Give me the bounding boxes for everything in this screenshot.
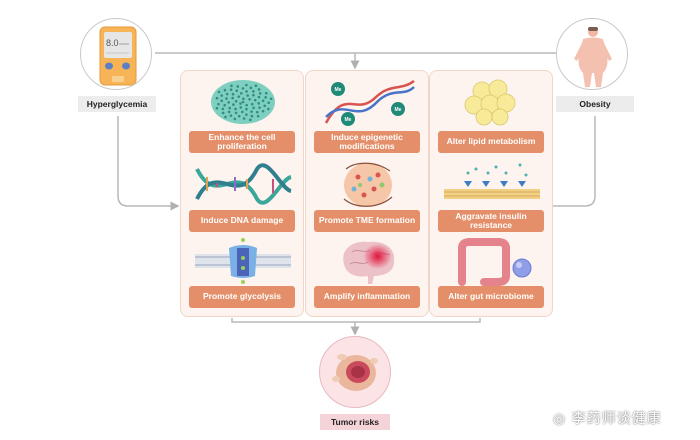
left-connector [117,116,180,211]
effect-enhance-cell-proliferation: Enhance the cell proliferation [189,131,295,153]
effect-amplify-inflammation: Amplify inflammation [314,286,420,308]
panel-hyperglycemia-effects: Enhance the cell proliferation Induce DN… [180,70,304,317]
tumor-circle [319,336,391,408]
adipocytes-icon [464,79,516,126]
svg-text:Me: Me [335,87,342,93]
svg-text:Me: Me [345,117,352,123]
weibo-icon: ◎ [553,411,567,427]
hyperglycemia-label: Hyperglycemia [78,96,156,112]
effect-alter-gut-microbiome: Alter gut microbiome [438,286,544,308]
right-connector [533,116,596,211]
glucose-meter-icon: 8.0 [99,26,137,86]
effect-induce-dna-damage: Induce DNA damage [189,210,295,232]
damaged-dna-icon [195,163,292,205]
colon-bacteria-icon [458,238,532,286]
effect-alter-lipid-metabolism: Alter lipid metabolism [438,131,544,153]
obesity-circle [556,18,628,90]
effect-aggravate-insulin-resistance: Aggravate insulin resistance [438,210,544,232]
tumor-risks-label: Tumor risks [320,414,390,430]
panel-shared-effects: Me Me Me Induce epigenetic modifications… [305,70,429,317]
svg-text:8.0: 8.0 [106,38,119,48]
watermark: ◎ 李药师谈健康 [553,411,662,427]
tumor-microenvironment-icon [343,162,393,207]
effect-promote-tme-formation: Promote TME formation [314,210,420,232]
obese-body-icon [574,27,612,87]
effect-induce-epigenetic-modifications: Induce epigenetic modifications [314,131,420,153]
panel-obesity-effects: Alter lipid metabolism Aggravate insulin… [429,70,553,317]
bottom-connector [231,318,481,323]
effect-promote-glycolysis: Promote glycolysis [189,286,295,308]
inflamed-brain-icon [343,241,395,284]
obesity-label: Obesity [556,96,634,112]
methylated-dna-icon: Me Me Me [324,79,415,126]
svg-text:Me: Me [395,107,402,113]
insulin-receptor-membrane-icon [444,163,540,199]
hyperglycemia-circle: 8.0 [80,18,152,90]
membrane-transporter-icon [195,238,291,284]
cell-cluster-icon [211,80,275,124]
tumor-cell-icon [332,354,378,391]
